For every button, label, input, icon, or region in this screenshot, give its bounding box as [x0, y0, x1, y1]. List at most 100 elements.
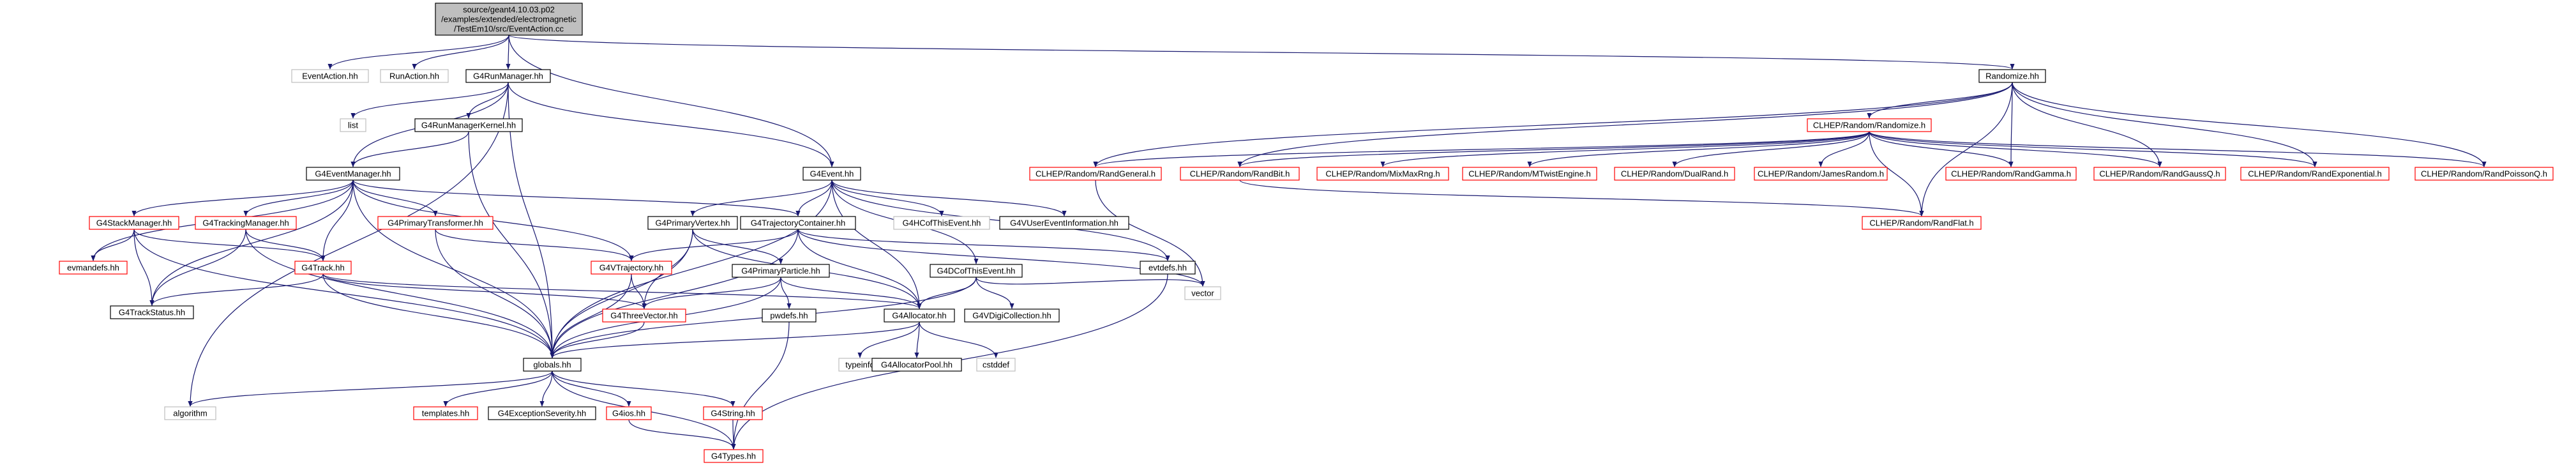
node-evtdefs-hh[interactable]: evtdefs.hh	[1140, 261, 1196, 275]
edge-randomize_hh-to-clhep_randpoissonq_h	[2012, 82, 2487, 167]
node-g4trackingmanager-hh[interactable]: G4TrackingManager.hh	[195, 216, 297, 230]
edge-g4track_hh-to-g4trackstatus_hh	[149, 273, 324, 306]
node-label: CLHEP/Random/MixMaxRng.h	[1325, 169, 1440, 179]
node-box	[1184, 286, 1221, 300]
node-globals-hh[interactable]: globals.hh	[523, 358, 582, 372]
node-clhep-randflat-h[interactable]: CLHEP/Random/RandFlat.h	[1862, 216, 1982, 230]
node-box	[340, 118, 366, 132]
node-g4trajectorycontainer-hh[interactable]: G4TrajectoryContainer.hh	[740, 216, 856, 230]
edge-root-to-eventaction_hh	[328, 34, 509, 70]
node-g4runmanagerkernel-hh[interactable]: G4RunManagerKernel.hh	[414, 118, 523, 132]
node-g4vusereventinformation-hh[interactable]: G4VUserEventInformation.hh	[999, 216, 1129, 230]
node-clhep-mixmaxrng-h[interactable]: CLHEP/Random/MixMaxRng.h	[1316, 167, 1449, 181]
node-box	[1029, 167, 1162, 181]
node-g4exceptionseverity-hh[interactable]: G4ExceptionSeverity.hh	[488, 406, 596, 420]
node-g4allocatorpool-hh[interactable]: G4AllocatorPool.hh	[871, 358, 962, 372]
node-label: G4PrimaryTransformer.hh	[388, 218, 483, 228]
node-box	[1180, 167, 1300, 181]
node-clhep-randgaussq-h[interactable]: CLHEP/Random/RandGaussQ.h	[2093, 167, 2226, 181]
node-label: CLHEP/Random/DualRand.h	[1621, 169, 1728, 179]
node-label: G4DCofThisEvent.hh	[937, 266, 1016, 276]
edge-line	[243, 179, 354, 217]
node-g4eventmanager-hh[interactable]: G4EventManager.hh	[306, 167, 400, 181]
node-box	[195, 216, 297, 230]
node-clhep-randexponential-h[interactable]: CLHEP/Random/RandExponential.h	[2240, 167, 2390, 181]
edge-g4track_hh-to-g4threevector_hh	[322, 273, 647, 309]
edge-line	[780, 277, 922, 309]
edge-g4runmanager_hh-to-globals_hh	[508, 82, 555, 358]
node-box	[294, 261, 352, 275]
node-box	[1462, 167, 1597, 181]
node-clhep-dualrand-h[interactable]: CLHEP/Random/DualRand.h	[1614, 167, 1735, 181]
edge-line	[919, 321, 998, 358]
node-g4hcofthisevent-hh: G4HCofThisEvent.hh	[893, 216, 990, 230]
node-clhep-randbit-h[interactable]: CLHEP/Random/RandBit.h	[1180, 167, 1300, 181]
edge-g4stackmanager_hh-to-g4track_hh	[133, 229, 326, 261]
node-clhep-randpoissonq-h[interactable]: CLHEP/Random/RandPoissonQ.h	[2414, 167, 2554, 181]
node-label: source/geant4.10.03.p02	[463, 5, 555, 15]
node-g4runmanager-hh[interactable]: G4RunManager.hh	[465, 69, 551, 83]
node-g4threevector-hh[interactable]: G4ThreeVector.hh	[602, 308, 686, 323]
edge-g4eventmanager_hh-to-g4trackstatus_hh	[149, 179, 354, 306]
edge-randomize_hh-to-clhep_randexponential_h	[2012, 82, 2317, 167]
node-g4primaryvertex-hh[interactable]: G4PrimaryVertex.hh	[647, 216, 738, 230]
edge-line	[245, 229, 326, 261]
node-label: CLHEP/Random/JamesRandom.h	[1758, 169, 1884, 179]
edge-line	[435, 229, 555, 358]
node-g4trackstatus-hh[interactable]: G4TrackStatus.hh	[110, 305, 194, 319]
node-g4types-hh[interactable]: G4Types.hh	[704, 449, 764, 463]
edge-line	[1380, 131, 1870, 167]
edge-line	[1869, 131, 2162, 167]
edge-root-to-g4event_hh	[508, 34, 834, 167]
node-root[interactable]: source/geant4.10.03.p02/examples/extende…	[435, 3, 583, 36]
node-g4stackmanager-hh[interactable]: G4StackManager.hh	[89, 216, 179, 230]
node-box	[110, 305, 194, 319]
edge-line	[1869, 131, 1924, 217]
node-g4dcofthisevent-hh[interactable]: G4DCofThisEvent.hh	[930, 264, 1023, 278]
node-typeinfo: typeinfo	[838, 358, 882, 372]
node-g4string-hh[interactable]: G4String.hh	[703, 406, 763, 420]
edge-line	[550, 229, 693, 358]
node-cstddef: cstddef	[976, 358, 1016, 372]
node-pwdefs-hh[interactable]: pwdefs.hh	[762, 308, 817, 323]
node-box	[1945, 167, 2077, 181]
edge-g4eventmanager_hh-to-g4stackmanager_hh	[132, 179, 354, 217]
node-g4primarytransformer-hh[interactable]: G4PrimaryTransformer.hh	[377, 216, 493, 230]
node-clhep-randgeneral-h[interactable]: CLHEP/Random/RandGeneral.h	[1029, 167, 1162, 181]
edge-g4event_hh-to-g4hcofthisevent_hh	[831, 179, 944, 217]
node-g4track-hh[interactable]: G4Track.hh	[294, 261, 352, 275]
node-label: pwdefs.hh	[770, 311, 808, 321]
edge-line	[914, 321, 920, 358]
node-box	[703, 406, 763, 420]
node-templates-hh[interactable]: templates.hh	[413, 406, 478, 420]
node-box	[884, 308, 955, 323]
node-clhep-randomize-h[interactable]: CLHEP/Random/Randomize.h	[1807, 118, 1932, 132]
edge-g4event_hh-to-g4trajectorycontainer_hh	[795, 179, 832, 217]
node-box	[488, 406, 596, 420]
node-clhep-mtwistengine-h[interactable]: CLHEP/Random/MTwistEngine.h	[1462, 167, 1597, 181]
node-clhep-randgamma-h[interactable]: CLHEP/Random/RandGamma.h	[1945, 167, 2077, 181]
edge-g4runmanager_hh-to-list	[350, 82, 509, 119]
node-clhep-jamesrandom-h[interactable]: CLHEP/Random/JamesRandom.h	[1754, 167, 1888, 181]
edge-line	[975, 277, 1205, 287]
node-g4primaryparticle-hh[interactable]: G4PrimaryParticle.hh	[732, 264, 830, 278]
node-evmandefs-hh[interactable]: evmandefs.hh	[59, 261, 128, 275]
node-g4ios-hh[interactable]: G4ios.hh	[606, 406, 652, 420]
node-box	[59, 261, 128, 275]
edge-line	[352, 179, 438, 217]
edge-g4primarytransformer_hh-to-globals_hh	[435, 229, 555, 358]
node-g4allocator-hh[interactable]: G4Allocator.hh	[884, 308, 955, 323]
node-g4event-hh[interactable]: G4Event.hh	[802, 167, 861, 181]
node-randomize-hh[interactable]: Randomize.hh	[1978, 69, 2046, 83]
edge-line	[133, 229, 154, 306]
edge-line	[975, 277, 1014, 309]
edge-line	[506, 34, 511, 70]
edge-randomize_hh-to-clhep_randgeneral_h	[1093, 82, 2013, 167]
node-g4vtrajectory-hh[interactable]: G4VTrajectory.hh	[591, 261, 672, 275]
edge-clhep_randomize_h-to-clhep_randflat_h	[1869, 131, 1924, 217]
node-g4vdigicollection-hh[interactable]: G4VDigiCollection.hh	[964, 308, 1060, 323]
edge-g4runmanager_hh-to-algorithm	[188, 82, 509, 407]
node-box	[2093, 167, 2226, 181]
edge-g4ios_hh-to-g4types_hh	[628, 419, 736, 450]
node-label: G4RunManager.hh	[473, 72, 543, 81]
